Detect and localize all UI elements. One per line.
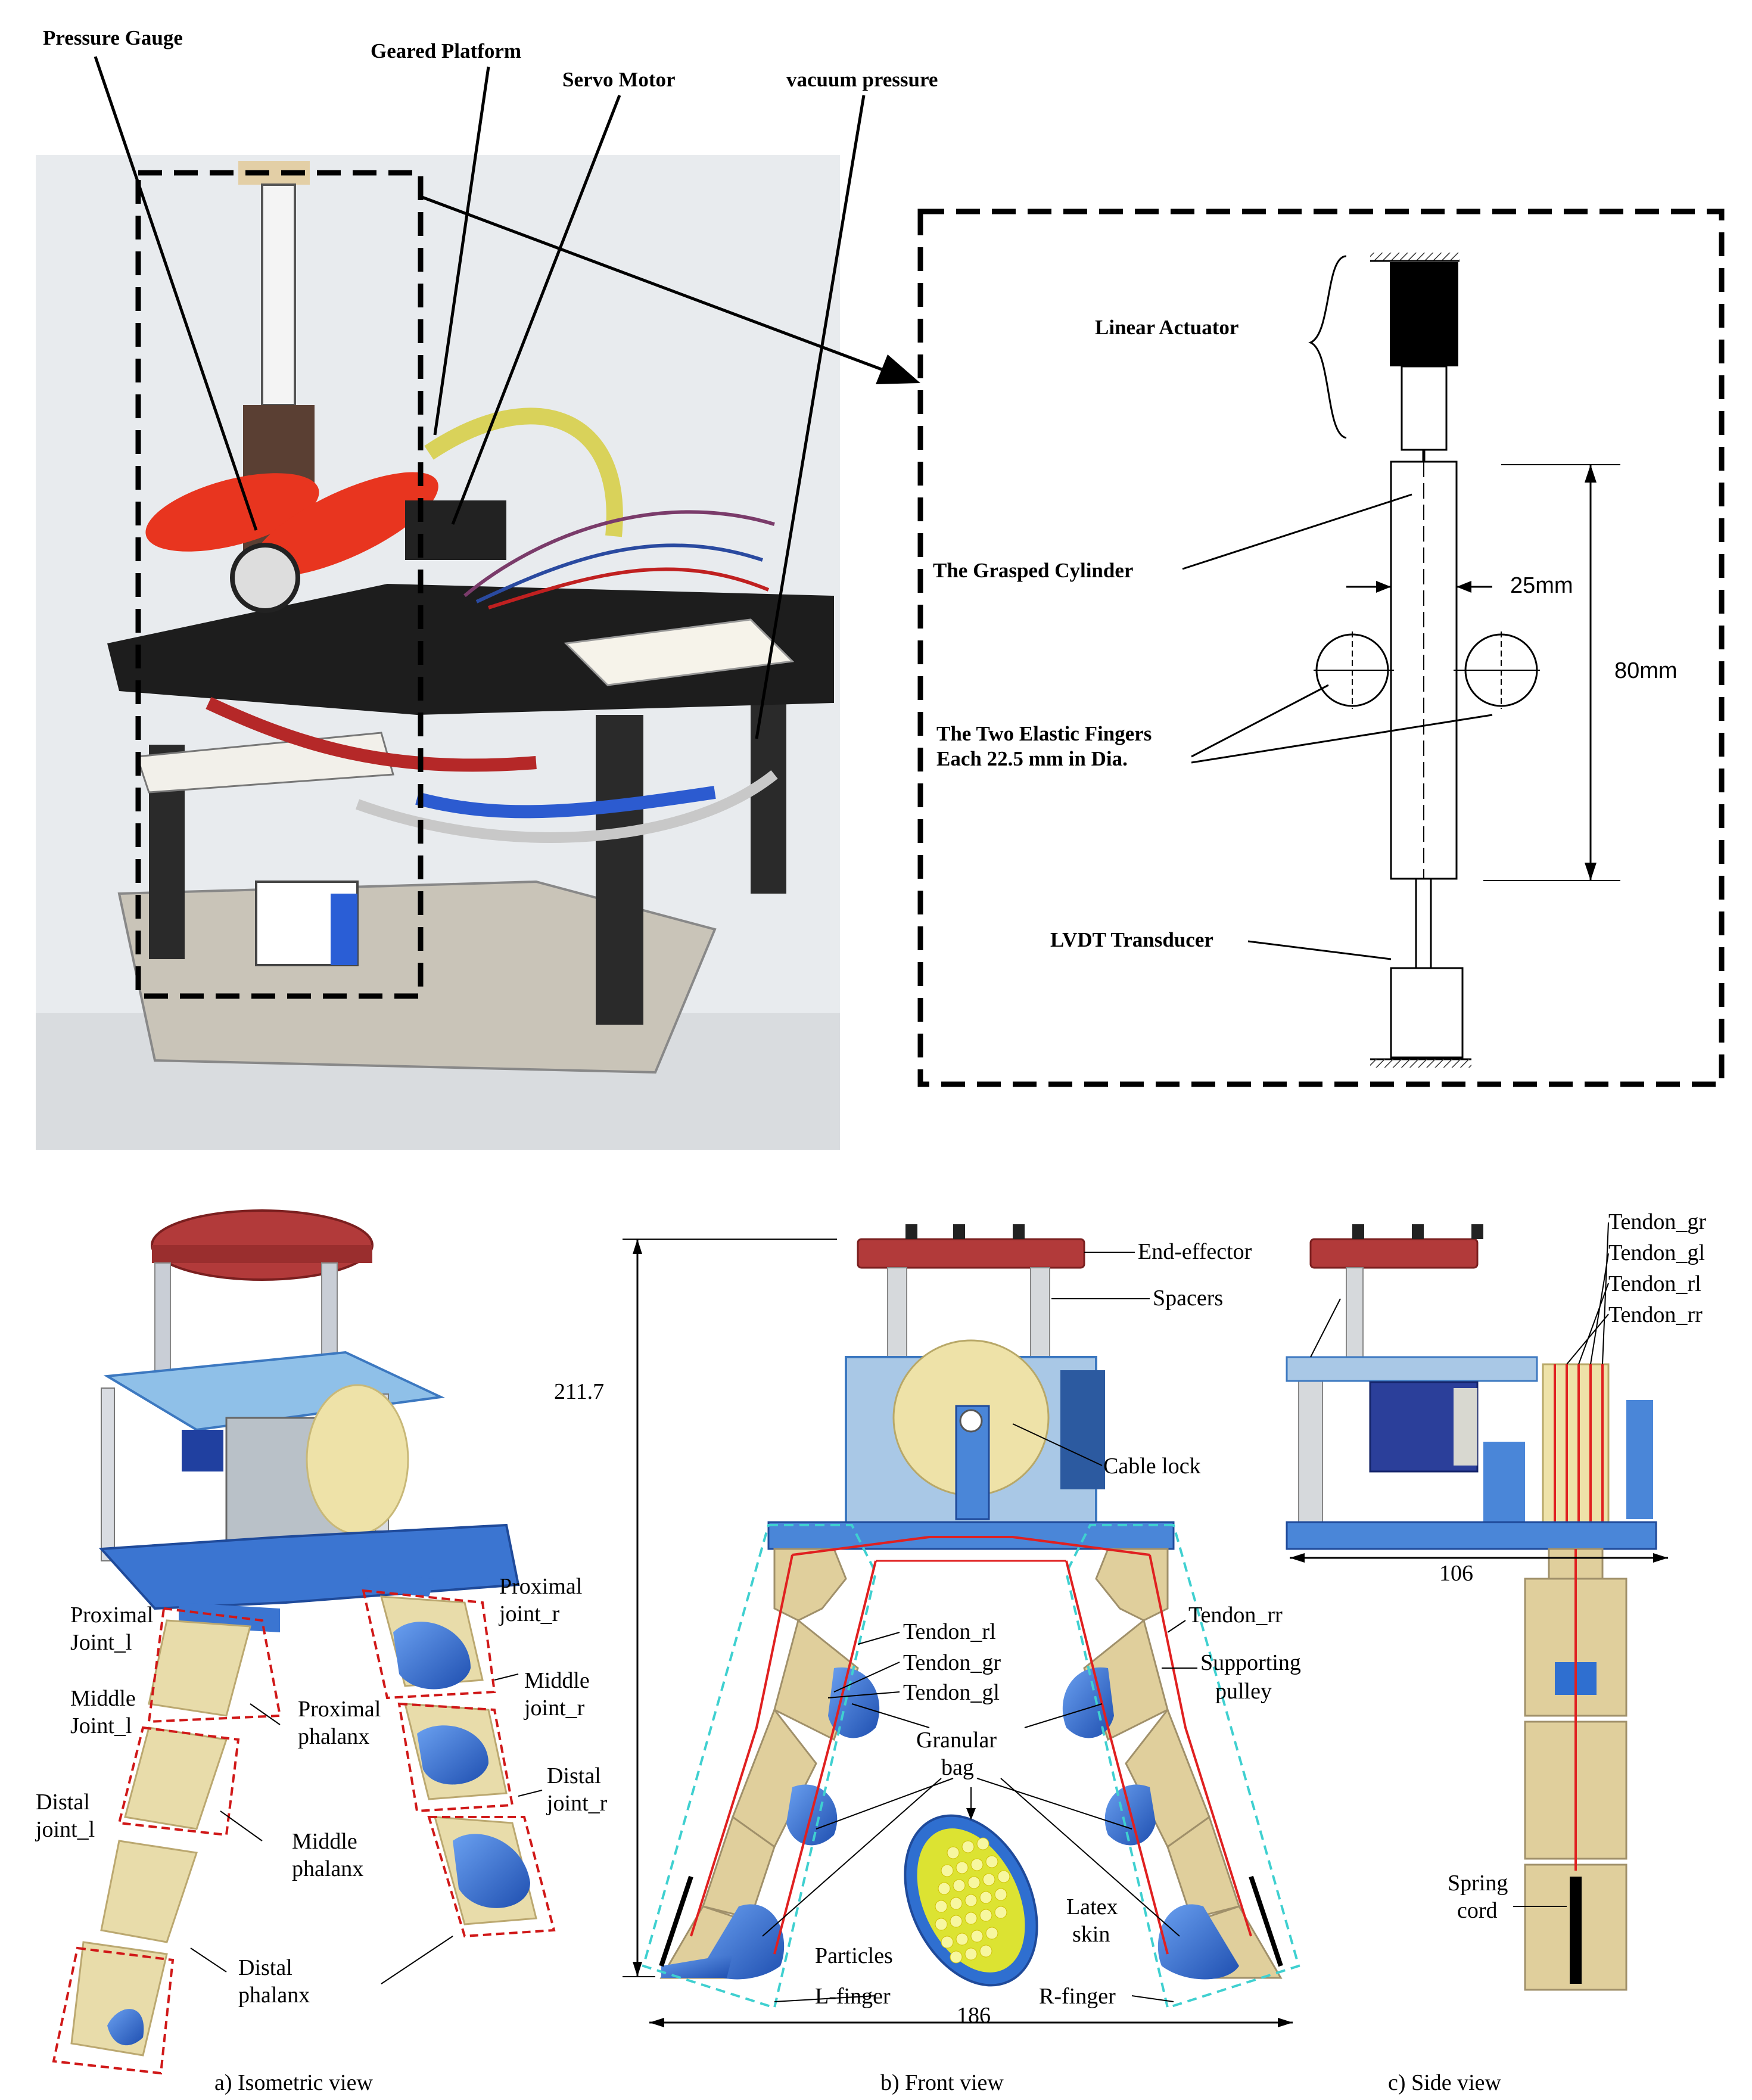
isometric-caption: a) Isometric view (214, 2070, 373, 2095)
proximal-joint-l-label-2: Joint_l (70, 1630, 132, 1655)
tendon-gl-label: Tendon_gl (903, 1680, 1000, 1705)
photo-dashed-box (135, 170, 424, 999)
yellow-hose (424, 407, 623, 537)
linear-actuator-label: Linear Actuator (1095, 316, 1239, 339)
end-effector-label: End-effector (1138, 1239, 1252, 1264)
proximal-joint-r-label-2: joint_r (499, 1601, 560, 1626)
middle-phalanx-label-2: phalanx (292, 1856, 364, 1881)
actuator-black (1390, 262, 1458, 366)
middle-joint-r-label-2: joint_r (524, 1695, 585, 1721)
elastic-fingers-label-1: The Two Elastic Fingers (936, 722, 1152, 745)
distal-joint-l-label-1: Distal (36, 1790, 90, 1815)
middle-phalanx-label-1: Middle (292, 1829, 357, 1854)
pressure-gauge-label: Pressure Gauge (43, 26, 183, 49)
lvdt-transducer (1390, 967, 1464, 1059)
spacers-label: Spacers (1153, 1286, 1224, 1311)
granular-bag-label-2: bag (941, 1755, 974, 1780)
distal-phalanx-label-1: Distal (238, 1955, 292, 1980)
particles-label: Particles (815, 1943, 893, 1968)
front-caption: b) Front view (880, 2070, 1004, 2095)
servo-motor-label: Servo Motor (562, 68, 676, 91)
elastic-fingers-label-2: Each 22.5 mm in Dia. (936, 747, 1128, 770)
leg (751, 703, 786, 894)
red-finger-left (145, 473, 319, 552)
r-finger-label: R-finger (1039, 1984, 1116, 2009)
spring-cord-label-1: Spring (1448, 1871, 1508, 1896)
side-tendon-rl-label: Tendon_rl (1608, 1271, 1701, 1296)
front-view (623, 1224, 1300, 2027)
latex-skin-label-1: Latex (1066, 1894, 1118, 1919)
isometric-view (52, 1209, 556, 2075)
leg (596, 715, 643, 1025)
side-tendon-gl-label: Tendon_gl (1608, 1240, 1705, 1265)
supporting-pulley-label-1: Supporting (1200, 1650, 1301, 1675)
proximal-joint-l-label-1: Proximal (70, 1603, 154, 1628)
grasped-cylinder-label: The Grasped Cylinder (933, 559, 1134, 582)
granular-bag-label-1: Granular (916, 1728, 997, 1753)
diameter-dimension: 25mm (1510, 573, 1573, 598)
lvdt-label: LVDT Transducer (1050, 928, 1213, 951)
distal-joint-r-label-2: joint_r (547, 1791, 608, 1816)
side-width-dimension: 106 (1439, 1561, 1473, 1586)
front-width-dimension: 186 (957, 2003, 991, 2028)
photo-scene (36, 155, 840, 1150)
middle-joint-l-label-2: Joint_l (70, 1713, 132, 1738)
distal-joint-l-label-2: joint_l (36, 1817, 95, 1842)
geared-platform-label: Geared Platform (371, 39, 522, 63)
proximal-phalanx-label-2: phalanx (298, 1724, 370, 1749)
tendon-rl-label: Tendon_rl (903, 1619, 996, 1644)
front-height-dimension: 211.7 (554, 1379, 605, 1404)
latex-skin-label-2: skin (1072, 1922, 1110, 1947)
schematic-drawing (1182, 253, 1620, 1068)
side-caption: c) Side view (1388, 2070, 1501, 2095)
black-table (107, 584, 834, 715)
side-view (1286, 1222, 1668, 1991)
distal-joint-r-label-1: Distal (547, 1763, 601, 1788)
middle-joint-r-label-1: Middle (524, 1668, 590, 1693)
l-finger-label: L-finger (815, 1984, 891, 2009)
vacuum-pressure-label: vacuum pressure (786, 68, 938, 91)
middle-joint-l-label-1: Middle (70, 1686, 136, 1711)
distal-phalanx-label-2: phalanx (238, 1983, 310, 2008)
height-dimension: 80mm (1614, 658, 1678, 683)
side-tendon-gr-label: Tendon_gr (1608, 1209, 1707, 1234)
gauge-dial (230, 543, 300, 613)
breadboard (564, 618, 795, 686)
proximal-joint-r-label-1: Proximal (499, 1574, 583, 1599)
cable-lock-label: Cable lock (1103, 1454, 1201, 1479)
schematic-dashed-box (917, 209, 1725, 1087)
spring-cord-label-2: cord (1457, 1898, 1498, 1923)
front-end-effector (857, 1238, 1085, 1269)
front-base-plate (767, 1521, 1175, 1550)
tendon-rr-label: Tendon_rr (1188, 1603, 1283, 1628)
supporting-pulley-label-2: pulley (1215, 1679, 1272, 1704)
proximal-phalanx-label-1: Proximal (298, 1697, 381, 1722)
actuator-body (261, 183, 296, 406)
red-finger-right (253, 472, 438, 577)
side-tendon-rr-label: Tendon_rr (1608, 1302, 1703, 1327)
tendon-gr-label: Tendon_gr (903, 1650, 1001, 1675)
